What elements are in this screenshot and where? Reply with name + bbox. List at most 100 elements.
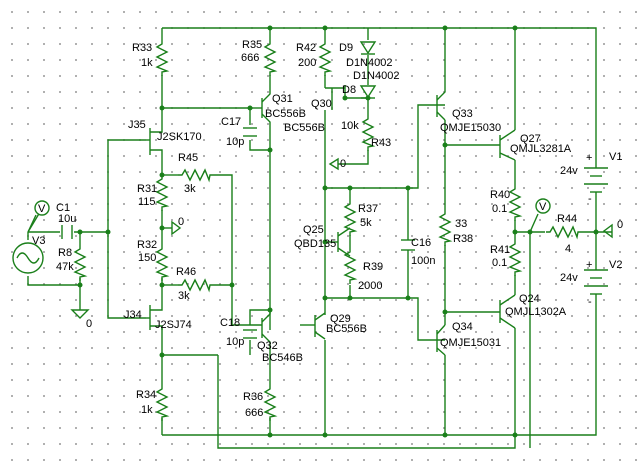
R42-resistor: [319, 39, 331, 77]
R31-resistor: [156, 174, 168, 212]
Q30-part: BC556B: [284, 122, 325, 134]
C16-label: C16: [411, 237, 431, 249]
R45-value: 3k: [184, 183, 196, 195]
D9-diode: [359, 41, 377, 55]
positive-rail: [162, 27, 597, 160]
R33-value: 1k: [141, 57, 153, 69]
R45-label: R45: [178, 152, 198, 164]
C18-capacitor: [243, 329, 257, 339]
R32-resistor: [156, 244, 168, 282]
C17-capacitor: [243, 127, 257, 137]
R42-label: R42: [296, 42, 316, 54]
R37-label: R37: [358, 203, 378, 215]
probe-label-input: V: [38, 203, 46, 215]
V2-value: 24v: [560, 272, 578, 284]
Q27-part: QMJL3281A: [510, 143, 572, 155]
negative-rail: [162, 310, 597, 449]
V2-plus: +: [586, 259, 592, 271]
R44-label: R44: [557, 213, 577, 225]
Q24-transistor: [499, 294, 516, 329]
R39-label: R39: [363, 261, 383, 273]
Q32-label: Q32: [257, 340, 278, 352]
R46-value: 3k: [178, 290, 190, 302]
V1-value: 24v: [560, 165, 578, 177]
V2-source: [584, 262, 608, 310]
Q31-label: Q31: [272, 93, 293, 105]
junction-dots: [77, 25, 599, 438]
Q32-part: BC546B: [262, 352, 303, 364]
R46-resistor: [177, 279, 215, 291]
voltage-probe: [27, 198, 551, 233]
C18-value: 10p: [226, 336, 244, 348]
R32-value: 150: [138, 252, 156, 264]
R41-resistor: [509, 239, 521, 277]
Q24-label: Q24: [519, 293, 540, 305]
C16-value: 100n: [411, 255, 435, 267]
C17-label: C17: [221, 116, 241, 128]
Q29-part: BC556B: [326, 323, 367, 335]
C16-capacitor: [401, 239, 415, 251]
R36-value: 666: [245, 407, 263, 419]
output-stage-wires: [444, 28, 612, 448]
R42-value: 200: [298, 57, 316, 69]
gnd-label-input: 0: [178, 216, 184, 228]
R37-value: 5k: [360, 217, 372, 229]
R43-value: 10k: [341, 120, 359, 132]
C18-label: C18: [220, 317, 240, 329]
R34-value: 1k: [141, 404, 153, 416]
R32-label: R32: [137, 239, 157, 251]
Q31-part: BC556B: [265, 108, 306, 120]
Q27-label: Q27: [520, 133, 541, 145]
probe-label-output: V: [539, 201, 547, 213]
component-labels: R33 1k R35 666 R42 200 D9 D1N4002 D1N400…: [32, 39, 623, 419]
gnd-label-bias: 0: [340, 158, 346, 170]
V1-label: V1: [609, 151, 622, 163]
Q33-transistor: [436, 90, 446, 121]
C1-value: 10u: [58, 213, 76, 225]
R35-label: R35: [242, 39, 262, 51]
R38-value: 33: [455, 218, 467, 230]
Q30-label: Q30: [311, 98, 332, 110]
Q29-label: Q29: [330, 313, 351, 325]
J35-label: J35: [128, 119, 146, 131]
Q29-transistor: [314, 312, 326, 340]
R40-resistor: [509, 184, 521, 222]
R40-label: R40: [490, 189, 510, 201]
R34-label: R34: [136, 389, 156, 401]
R8-resistor: [74, 244, 86, 282]
R8-label: R8: [58, 247, 72, 259]
R34-resistor: [156, 384, 168, 422]
D8-label: D8: [342, 84, 356, 96]
R36-label: R36: [243, 391, 263, 403]
gnd-label-output: 0: [617, 219, 623, 231]
input-stage-wires: [107, 28, 250, 435]
R46-label: R46: [176, 266, 196, 278]
C1-label: C1: [56, 202, 70, 214]
R44-resistor: [545, 226, 583, 238]
R36-resistor: [264, 384, 276, 422]
R44-value: 4: [565, 243, 571, 255]
Q27-transistor: [499, 129, 516, 161]
D9-part: D1N4002: [346, 57, 392, 69]
R8-value: 47k: [56, 261, 74, 273]
R33-resistor: [156, 39, 168, 77]
R31-label: R31: [137, 183, 157, 195]
Q30-transistor: [325, 87, 345, 110]
Q24-part: QMJL1302A: [505, 306, 567, 318]
V2-minus: -: [588, 296, 592, 308]
ground-symbol: [171, 157, 613, 239]
D9-label: D9: [339, 42, 353, 54]
V3-label: V3: [32, 235, 45, 247]
R45-resistor: [177, 169, 215, 181]
R40-value: 0.1: [492, 203, 507, 215]
R31-value: 115: [138, 196, 156, 208]
Q33-part: QMJE15030: [440, 122, 501, 134]
R41-value: 0.1: [492, 257, 507, 269]
vas-wires: [231, 28, 271, 435]
R38-label: R38: [453, 233, 473, 245]
V1-minus: -: [588, 193, 592, 205]
V2-label: V2: [609, 259, 622, 271]
V1-plus: +: [586, 152, 592, 164]
Q31-transistor: [261, 90, 271, 125]
